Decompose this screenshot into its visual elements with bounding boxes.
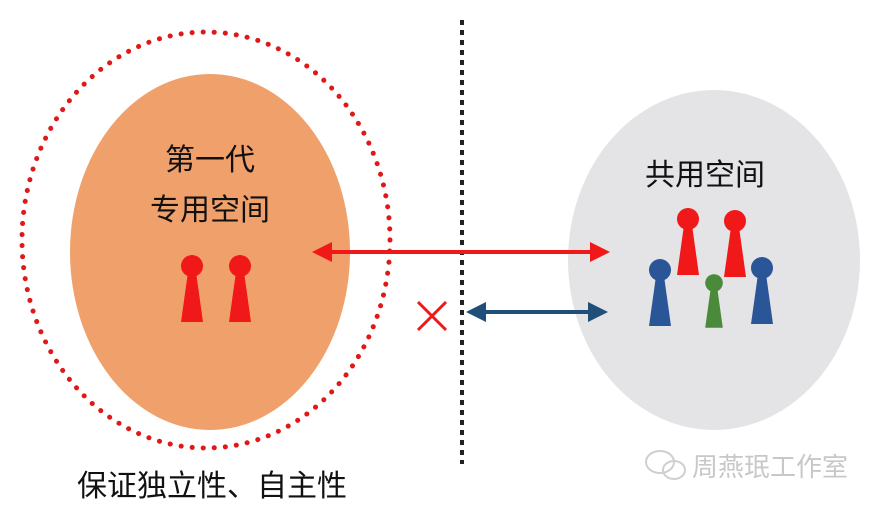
shared-space-circle	[568, 90, 860, 430]
watermark: 周燕珉工作室	[692, 453, 848, 483]
right-title: 共用空间	[645, 158, 765, 193]
left-title-line2: 专用空间	[150, 193, 270, 228]
cross-icon	[416, 300, 448, 332]
left-caption: 保证独立性、自主性	[77, 469, 347, 504]
wechat-logo-icon	[645, 450, 686, 480]
private-space-circle	[70, 74, 350, 430]
left-title-line1: 第一代	[165, 143, 255, 178]
dotted-boundary	[19, 29, 393, 451]
